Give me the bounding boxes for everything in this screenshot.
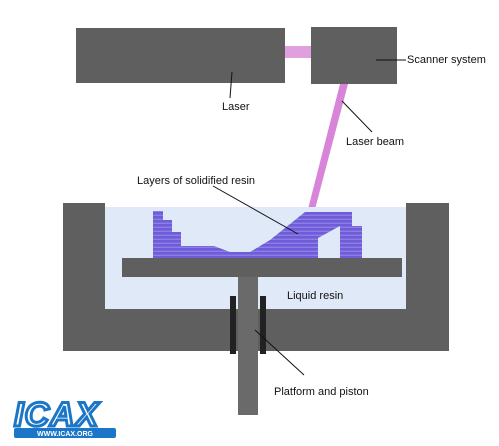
solidified-resin-layers [153, 211, 362, 260]
piston-rod [238, 277, 258, 415]
label-laser-beam: Laser beam [346, 136, 404, 148]
label-scanner-system: Scanner system [407, 54, 486, 66]
leader-lines [212, 59, 406, 376]
label-layers-solidified-resin: Layers of solidified resin [137, 175, 255, 187]
laser-box [76, 28, 285, 83]
label-platform-and-piston: Platform and piston [274, 386, 369, 398]
scanner-box [311, 27, 397, 84]
logo-url: WWW.ICAX.ORG [37, 431, 94, 438]
icax-logo: ICAX WWW.ICAX.ORG [13, 395, 116, 438]
logo-url-band [14, 428, 116, 438]
label-laser: Laser [222, 101, 250, 113]
laser-beam-diagonal [307, 84, 348, 213]
label-liquid-resin: Liquid resin [287, 290, 343, 302]
laser-beam-horizontal [285, 46, 311, 58]
piston-seal-left [230, 296, 236, 354]
platform [122, 258, 402, 277]
piston-seal-right [260, 296, 266, 354]
vat-walls [63, 203, 449, 351]
